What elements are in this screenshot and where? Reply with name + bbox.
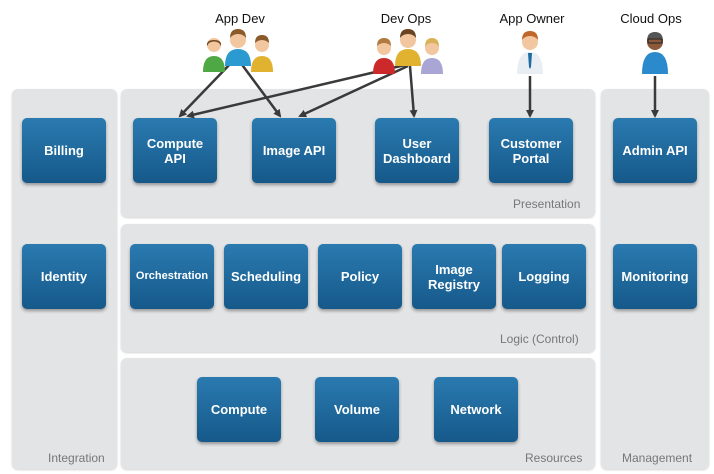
admin-api-box: Admin API xyxy=(613,118,697,183)
policy-box: Policy xyxy=(318,244,402,309)
arrow-devops-image-api xyxy=(298,64,409,118)
app-owner-person-icon xyxy=(517,31,543,74)
billing-box: Billing xyxy=(22,118,106,183)
dev-ops-label: Dev Ops xyxy=(380,11,432,26)
compute-api-box: Compute API xyxy=(133,118,217,183)
presentation-label: Presentation xyxy=(513,197,581,211)
scheduling-box: Scheduling xyxy=(224,244,308,309)
image-api-box: Image API xyxy=(252,118,336,183)
cloud-ops-label: Cloud Ops xyxy=(620,11,682,26)
arrow-appdev-image-api xyxy=(238,61,282,118)
identity-box: Identity xyxy=(22,244,106,309)
dev-ops-person-icons xyxy=(373,29,443,74)
orchestration-box: Orchestration xyxy=(130,244,214,309)
management-label: Management xyxy=(622,451,693,465)
image-registry-box: Image Registry xyxy=(412,244,496,309)
cloud-ops-person-icon xyxy=(642,32,668,74)
arrow-devops-compute-api xyxy=(186,63,406,119)
user-dashboard-box: User Dashboard xyxy=(375,118,459,183)
network-box: Network xyxy=(434,377,518,442)
app-owner-label: App Owner xyxy=(499,11,565,26)
arrows xyxy=(178,61,659,119)
logging-box: Logging xyxy=(502,244,586,309)
monitoring-box: Monitoring xyxy=(613,244,697,309)
logic-label: Logic (Control) xyxy=(500,332,579,346)
arrow-devops-user-dashboard xyxy=(408,65,418,118)
volume-box: Volume xyxy=(315,377,399,442)
resources-label: Resources xyxy=(525,451,583,465)
integration-label: Integration xyxy=(48,451,105,465)
app-dev-label: App Dev xyxy=(215,11,265,26)
customer-portal-box: Customer Portal xyxy=(489,118,573,183)
app-dev-person-icons xyxy=(203,29,273,72)
compute-box: Compute xyxy=(197,377,281,442)
